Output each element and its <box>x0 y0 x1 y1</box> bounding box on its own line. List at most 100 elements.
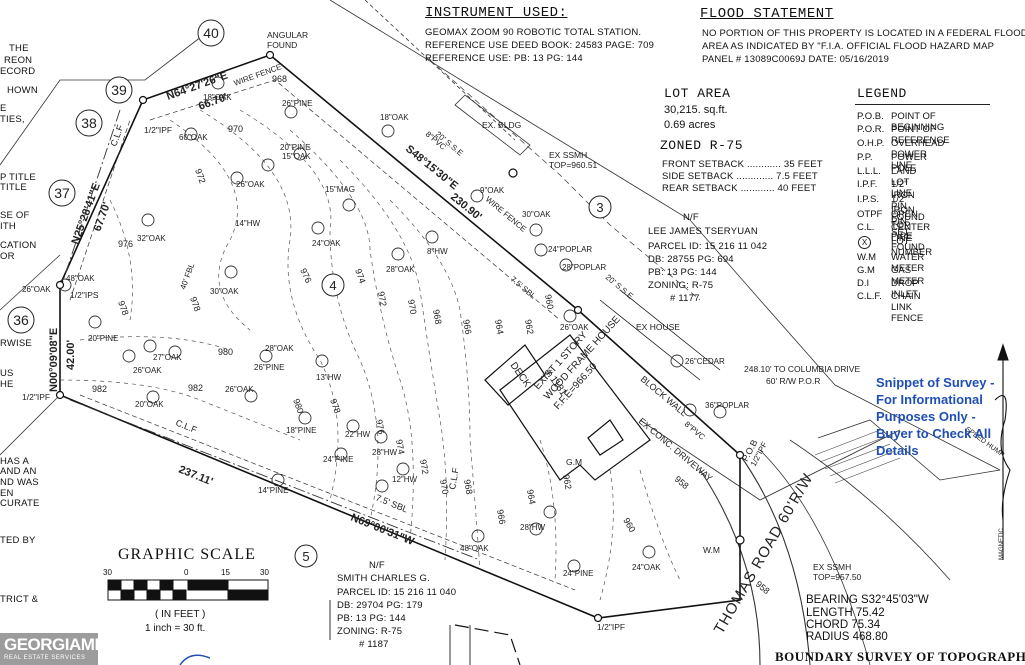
deck-label: DECK <box>508 360 533 389</box>
margin-text: US <box>0 368 14 379</box>
magnetic-label: MAGNETIC <box>999 528 1005 560</box>
clf-south-label: C.L.F <box>174 418 199 436</box>
margin-text: EN <box>0 488 14 499</box>
footer-title: BOUNDARY SURVEY OF TOPOGRAPHIC <box>775 649 1025 664</box>
water-meter-label: W.M <box>703 545 720 555</box>
margin-text: HE <box>0 379 14 390</box>
fbl-label: 40' FBL <box>178 261 196 290</box>
lot-number-39: 39 <box>111 82 127 98</box>
lot-number-4: 4 <box>329 278 336 293</box>
tree-label: 30"OAK <box>210 287 239 296</box>
contour-label: 972 <box>193 167 208 185</box>
tree-label: 20"OAK <box>135 400 164 409</box>
flood-line: PANEL # 13089C0069J DATE: 05/16/2019 <box>702 54 890 65</box>
tree-label: 60"OAK <box>179 133 208 142</box>
pvc-label-2: 8"PVC <box>683 420 707 442</box>
info-note-line: For Informational <box>876 392 983 407</box>
neighbor-south-line: N/F <box>369 560 385 571</box>
scale-tick: 30 <box>260 568 269 577</box>
lot-area-heading: LOT AREA <box>664 86 731 101</box>
contour-label: 974 <box>394 439 406 456</box>
contour-label: 976 <box>118 239 133 249</box>
margin-text: ND WAS <box>0 477 39 488</box>
tree-label: 48"OAK <box>66 274 95 283</box>
contour-label: 980 <box>291 397 306 415</box>
neighbor-south-line: PARCEL ID: 15 216 11 040 <box>337 587 457 598</box>
contour-label: 972 <box>376 291 388 308</box>
margin-text: TITLE <box>0 182 27 193</box>
lot-area-acres: 0.69 acres <box>664 119 716 131</box>
ssmh-top-label-2: TOP=960.51 <box>549 160 598 170</box>
ips-label-west: 1/2"IPS <box>70 290 99 300</box>
margin-text: P TITLE <box>0 172 36 183</box>
clf-mid-label: C.L.F <box>447 466 461 490</box>
scale-tick: 15 <box>221 568 230 577</box>
tree-label: 28"OAK <box>386 265 415 274</box>
scale-title: GRAPHIC SCALE <box>118 546 256 563</box>
tree-label: 28"OAK <box>265 344 294 353</box>
ssmh-top-label-1: EX SSMH <box>549 150 587 160</box>
angular-found-label-2: FOUND <box>267 40 297 50</box>
neighbor-south-line: PB: 13 PG: 144 <box>337 613 406 624</box>
margin-text: SE OF <box>0 210 30 221</box>
contour-label: 968 <box>462 479 474 496</box>
sbl-label: 7.5' SBL <box>374 493 409 515</box>
gas-meter-label: G.M <box>566 457 582 467</box>
lot-number-3: 3 <box>596 200 603 215</box>
contour-label: 968 <box>431 309 443 326</box>
tree-label: 26"PINE <box>282 99 312 108</box>
zoned-line: REAR SETBACK ............ 40 FEET <box>662 183 817 194</box>
tree-label: 20"PINE <box>280 143 310 152</box>
flood-line: NO PORTION OF THIS PROPERTY IS LOCATED I… <box>702 28 1025 39</box>
clf-west-label: C.L.F <box>108 123 125 148</box>
tree-label: 22"HW <box>345 430 371 439</box>
contour-label: 958 <box>673 474 691 491</box>
boundary-distance-east: 230.90' <box>448 191 484 223</box>
neighbor-south-line: ZONING: R-75 <box>337 626 403 637</box>
neighbor-east-line: PARCEL ID: 15 216 11 042 <box>648 241 768 252</box>
scale-tick: 0 <box>184 568 189 577</box>
tree-label: 18"OAK <box>380 113 409 122</box>
tree-label: 48"OAK <box>460 544 489 553</box>
legend-heading: LEGEND <box>857 86 907 101</box>
lot-number-37: 37 <box>54 185 70 201</box>
tree-label: 26"CEDAR <box>685 357 725 366</box>
contour-label: 962 <box>561 474 573 491</box>
margin-text: RWISE <box>0 338 32 349</box>
instrument-heading: INSTRUMENT USED: <box>425 5 568 21</box>
tree-label: 28"HW <box>372 448 398 457</box>
margin-text: REON <box>4 55 33 66</box>
margin-text: CATION <box>0 240 37 251</box>
curve-radius: RADIUS 468.80 <box>806 631 888 643</box>
contour-label: 964 <box>525 489 537 506</box>
info-note-line: Snippet of Survey - <box>876 375 995 390</box>
contour-label: 966 <box>461 319 473 336</box>
contour-label: 968 <box>272 74 287 84</box>
contour-label: 980 <box>218 347 233 357</box>
logo-name: GEORGIAMLS <box>4 635 116 654</box>
margin-text: HOWN <box>7 85 38 96</box>
contour-label: 974 <box>353 267 368 285</box>
margin-text: ITH <box>0 221 16 232</box>
tree-label: 24"OAK <box>632 563 661 572</box>
contour-label: 962 <box>523 319 535 336</box>
tree-label: 36"POPLAR <box>705 401 749 410</box>
ipf-label-southwest: 1/2"IPF <box>22 392 50 402</box>
contour-label: 960 <box>621 516 637 534</box>
neighbor-east-line: # 1177 <box>670 293 700 304</box>
neighbor-east-line: PB: 13 PG: 144 <box>648 267 717 278</box>
contour-label: 982 <box>92 384 107 394</box>
road-ref-line-1: 248.10' TO COLUMBIA DRIVE <box>744 364 860 374</box>
tree-label: 8"HW <box>427 247 448 256</box>
tree-label: 26"PINE <box>254 363 284 372</box>
instrument-line: REFERENCE USE DEED BOOK: 24583 PAGE: 709 <box>425 40 655 51</box>
zoned-line: FRONT SETBACK ............ 35 FEET <box>662 159 823 170</box>
contour-label: 960 <box>543 294 555 311</box>
driveway-label: EX CONC. DRIVEWAY <box>637 416 715 483</box>
info-note: Snippet of Survey - For Informational Pu… <box>876 374 994 459</box>
tree-label: 18"OAK <box>203 93 232 102</box>
tree-label: 30"OAK <box>522 210 551 219</box>
instrument-line: GEOMAX ZOOM 90 ROBOTIC TOTAL STATION. <box>425 27 642 38</box>
lot-number-36: 36 <box>13 312 29 328</box>
